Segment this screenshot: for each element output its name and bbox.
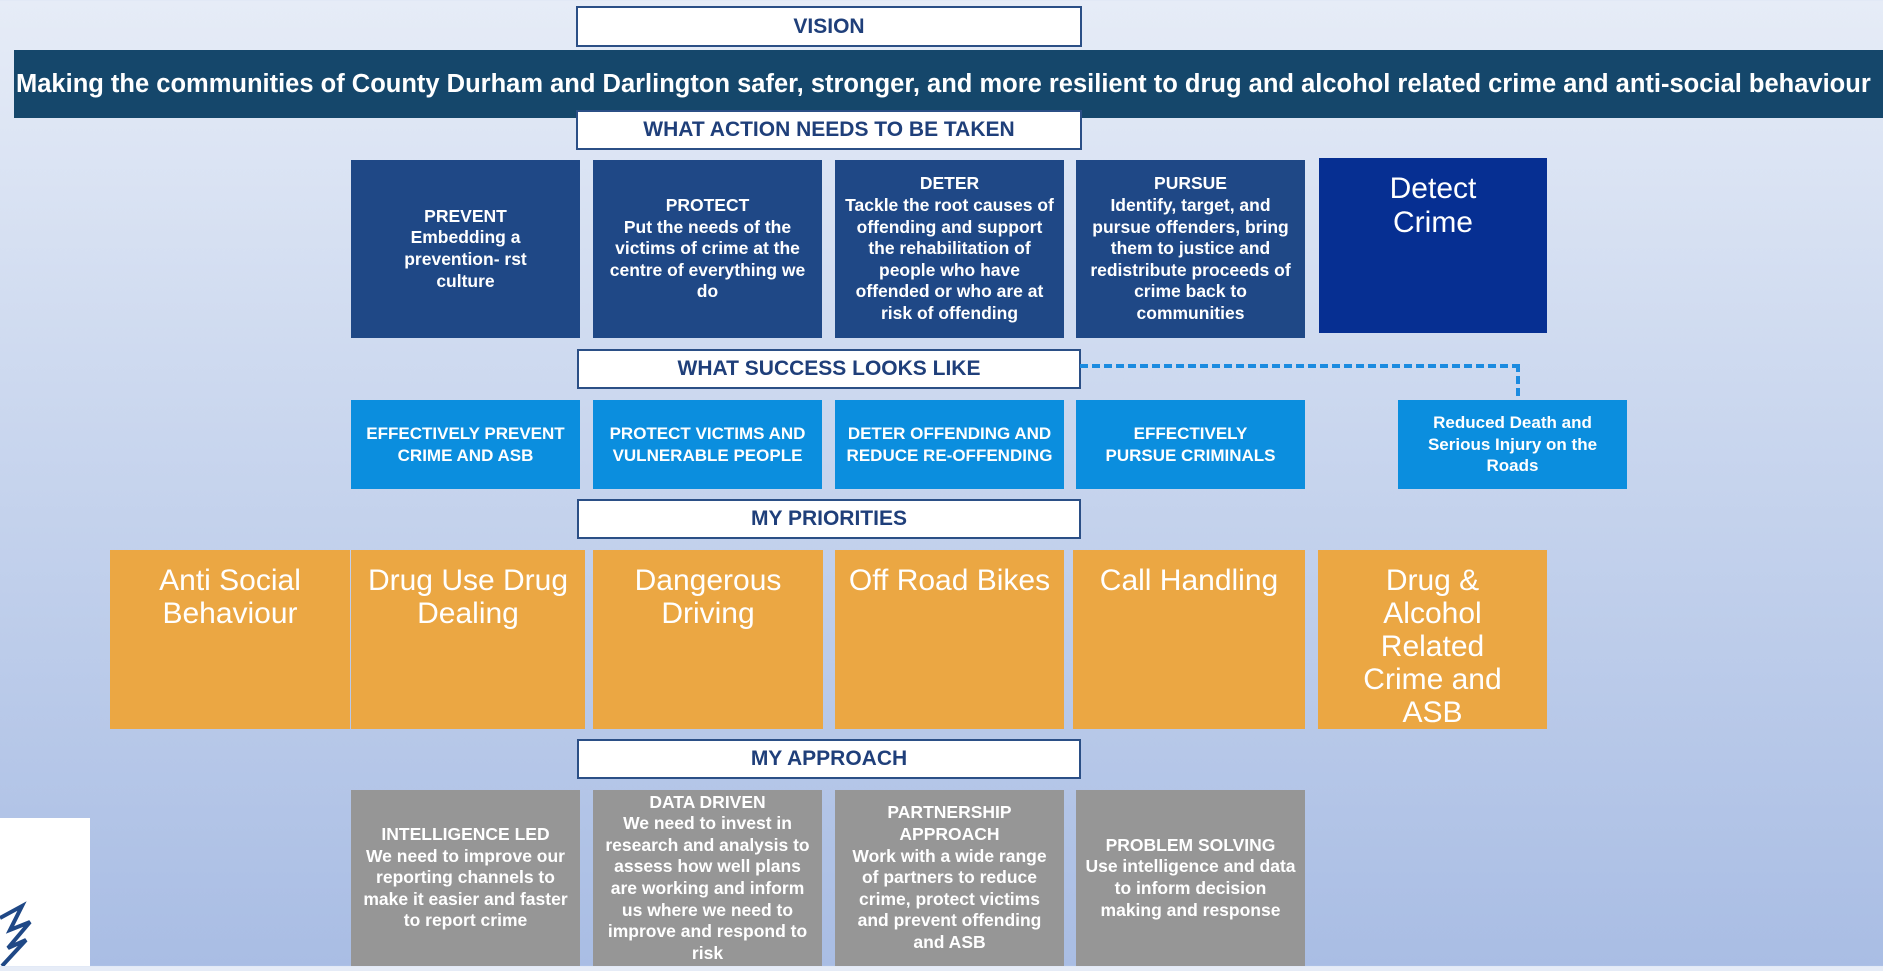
success-box-text: EFFECTIVELY PURSUE CRIMINALS	[1105, 423, 1276, 465]
success-header: WHAT SUCCESS LOOKS LIKE	[577, 349, 1081, 389]
action-box-prevent: PREVENT Embedding a prevention- rst cult…	[351, 160, 580, 338]
approach-box-data-driven: DATA DRIVEN We need to invest in researc…	[593, 790, 822, 966]
action-box-title: PURSUE	[1154, 173, 1227, 194]
priority-box-text: Dangerous Driving	[634, 564, 782, 630]
action-box-text: Embedding a prevention- rst culture	[404, 227, 527, 291]
priority-box-text: Call Handling	[1099, 564, 1279, 597]
priority-box: Drug & Alcohol Related Crime and ASB	[1318, 550, 1547, 729]
success-box-text: Reduced Death and Serious Injury on the …	[1427, 413, 1598, 476]
priority-box: Anti Social Behaviour	[110, 550, 350, 729]
approach-box-intelligence-led: INTELLIGENCE LED We need to improve our …	[351, 790, 580, 966]
success-box-text: DETER OFFENDING AND REDUCE RE-OFFENDING	[846, 423, 1053, 465]
success-box: EFFECTIVELY PREVENT CRIME AND ASB	[351, 400, 580, 489]
logo-mark-icon	[0, 901, 32, 968]
approach-box-text: We need to invest in research and analys…	[605, 813, 810, 963]
success-box-text: PROTECT VICTIMS AND VULNERABLE PEOPLE	[609, 423, 806, 465]
priority-box-text: Drug Use Drug Dealing	[367, 564, 569, 630]
action-box-text: Tackle the root causes of offending and …	[845, 195, 1054, 323]
success-box-roads: Reduced Death and Serious Injury on the …	[1398, 400, 1627, 489]
action-box-pursue: PURSUE Identify, target, and pursue offe…	[1076, 160, 1305, 338]
priority-box: Call Handling	[1073, 550, 1305, 729]
approach-box-partnership: PARTNERSHIP APPROACH Work with a wide ra…	[835, 790, 1064, 966]
approach-box-title: PARTNERSHIP APPROACH	[887, 802, 1012, 845]
action-box-text: Put the needs of the victims of crime at…	[609, 216, 806, 302]
action-box-protect: PROTECT Put the needs of the victims of …	[593, 160, 822, 338]
vision-statement: Making the communities of County Durham …	[14, 50, 1883, 118]
success-box: EFFECTIVELY PURSUE CRIMINALS	[1076, 400, 1305, 489]
action-box-detect-crime: Detect Crime	[1319, 158, 1547, 333]
success-box: DETER OFFENDING AND REDUCE RE-OFFENDING	[835, 400, 1064, 489]
approach-box-text: Work with a wide range of partners to re…	[852, 845, 1047, 952]
action-box-title: PREVENT	[424, 205, 507, 226]
priority-box: Drug Use Drug Dealing	[351, 550, 585, 729]
action-box-text: Identify, target, and pursue offenders, …	[1090, 195, 1291, 323]
approach-box-text: We need to improve our reporting channel…	[363, 845, 568, 931]
logo	[0, 818, 90, 968]
action-box-title: PROTECT	[665, 195, 750, 216]
dashed-connector	[1080, 364, 1520, 396]
priority-box-text: Drug & Alcohol Related Crime and ASB	[1363, 564, 1502, 729]
action-box-title: DETER	[919, 173, 980, 194]
success-box-text: EFFECTIVELY PREVENT CRIME AND ASB	[366, 423, 565, 465]
success-box: PROTECT VICTIMS AND VULNERABLE PEOPLE	[593, 400, 822, 489]
priority-box-text: Anti Social Behaviour	[159, 564, 301, 630]
action-box-deter: DETER Tackle the root causes of offendin…	[835, 160, 1064, 338]
action-box-text: Detect Crime	[1389, 172, 1477, 239]
action-header: WHAT ACTION NEEDS TO BE TAKEN	[576, 110, 1082, 150]
vision-header: VISION	[576, 6, 1082, 47]
approach-box-problem-solving: PROBLEM SOLVING Use intelligence and dat…	[1076, 790, 1305, 966]
priority-box-text: Off Road Bikes	[848, 564, 1051, 597]
approach-box-title: INTELLIGENCE LED	[381, 824, 550, 845]
approach-header: MY APPROACH	[577, 739, 1081, 779]
priority-box: Off Road Bikes	[835, 550, 1064, 729]
approach-box-text: Use intelligence and data to inform deci…	[1085, 856, 1296, 920]
approach-box-title: DATA DRIVEN	[649, 791, 766, 812]
priority-box: Dangerous Driving	[593, 550, 823, 729]
priorities-header: MY PRIORITIES	[577, 499, 1081, 539]
approach-box-title: PROBLEM SOLVING	[1105, 834, 1276, 855]
